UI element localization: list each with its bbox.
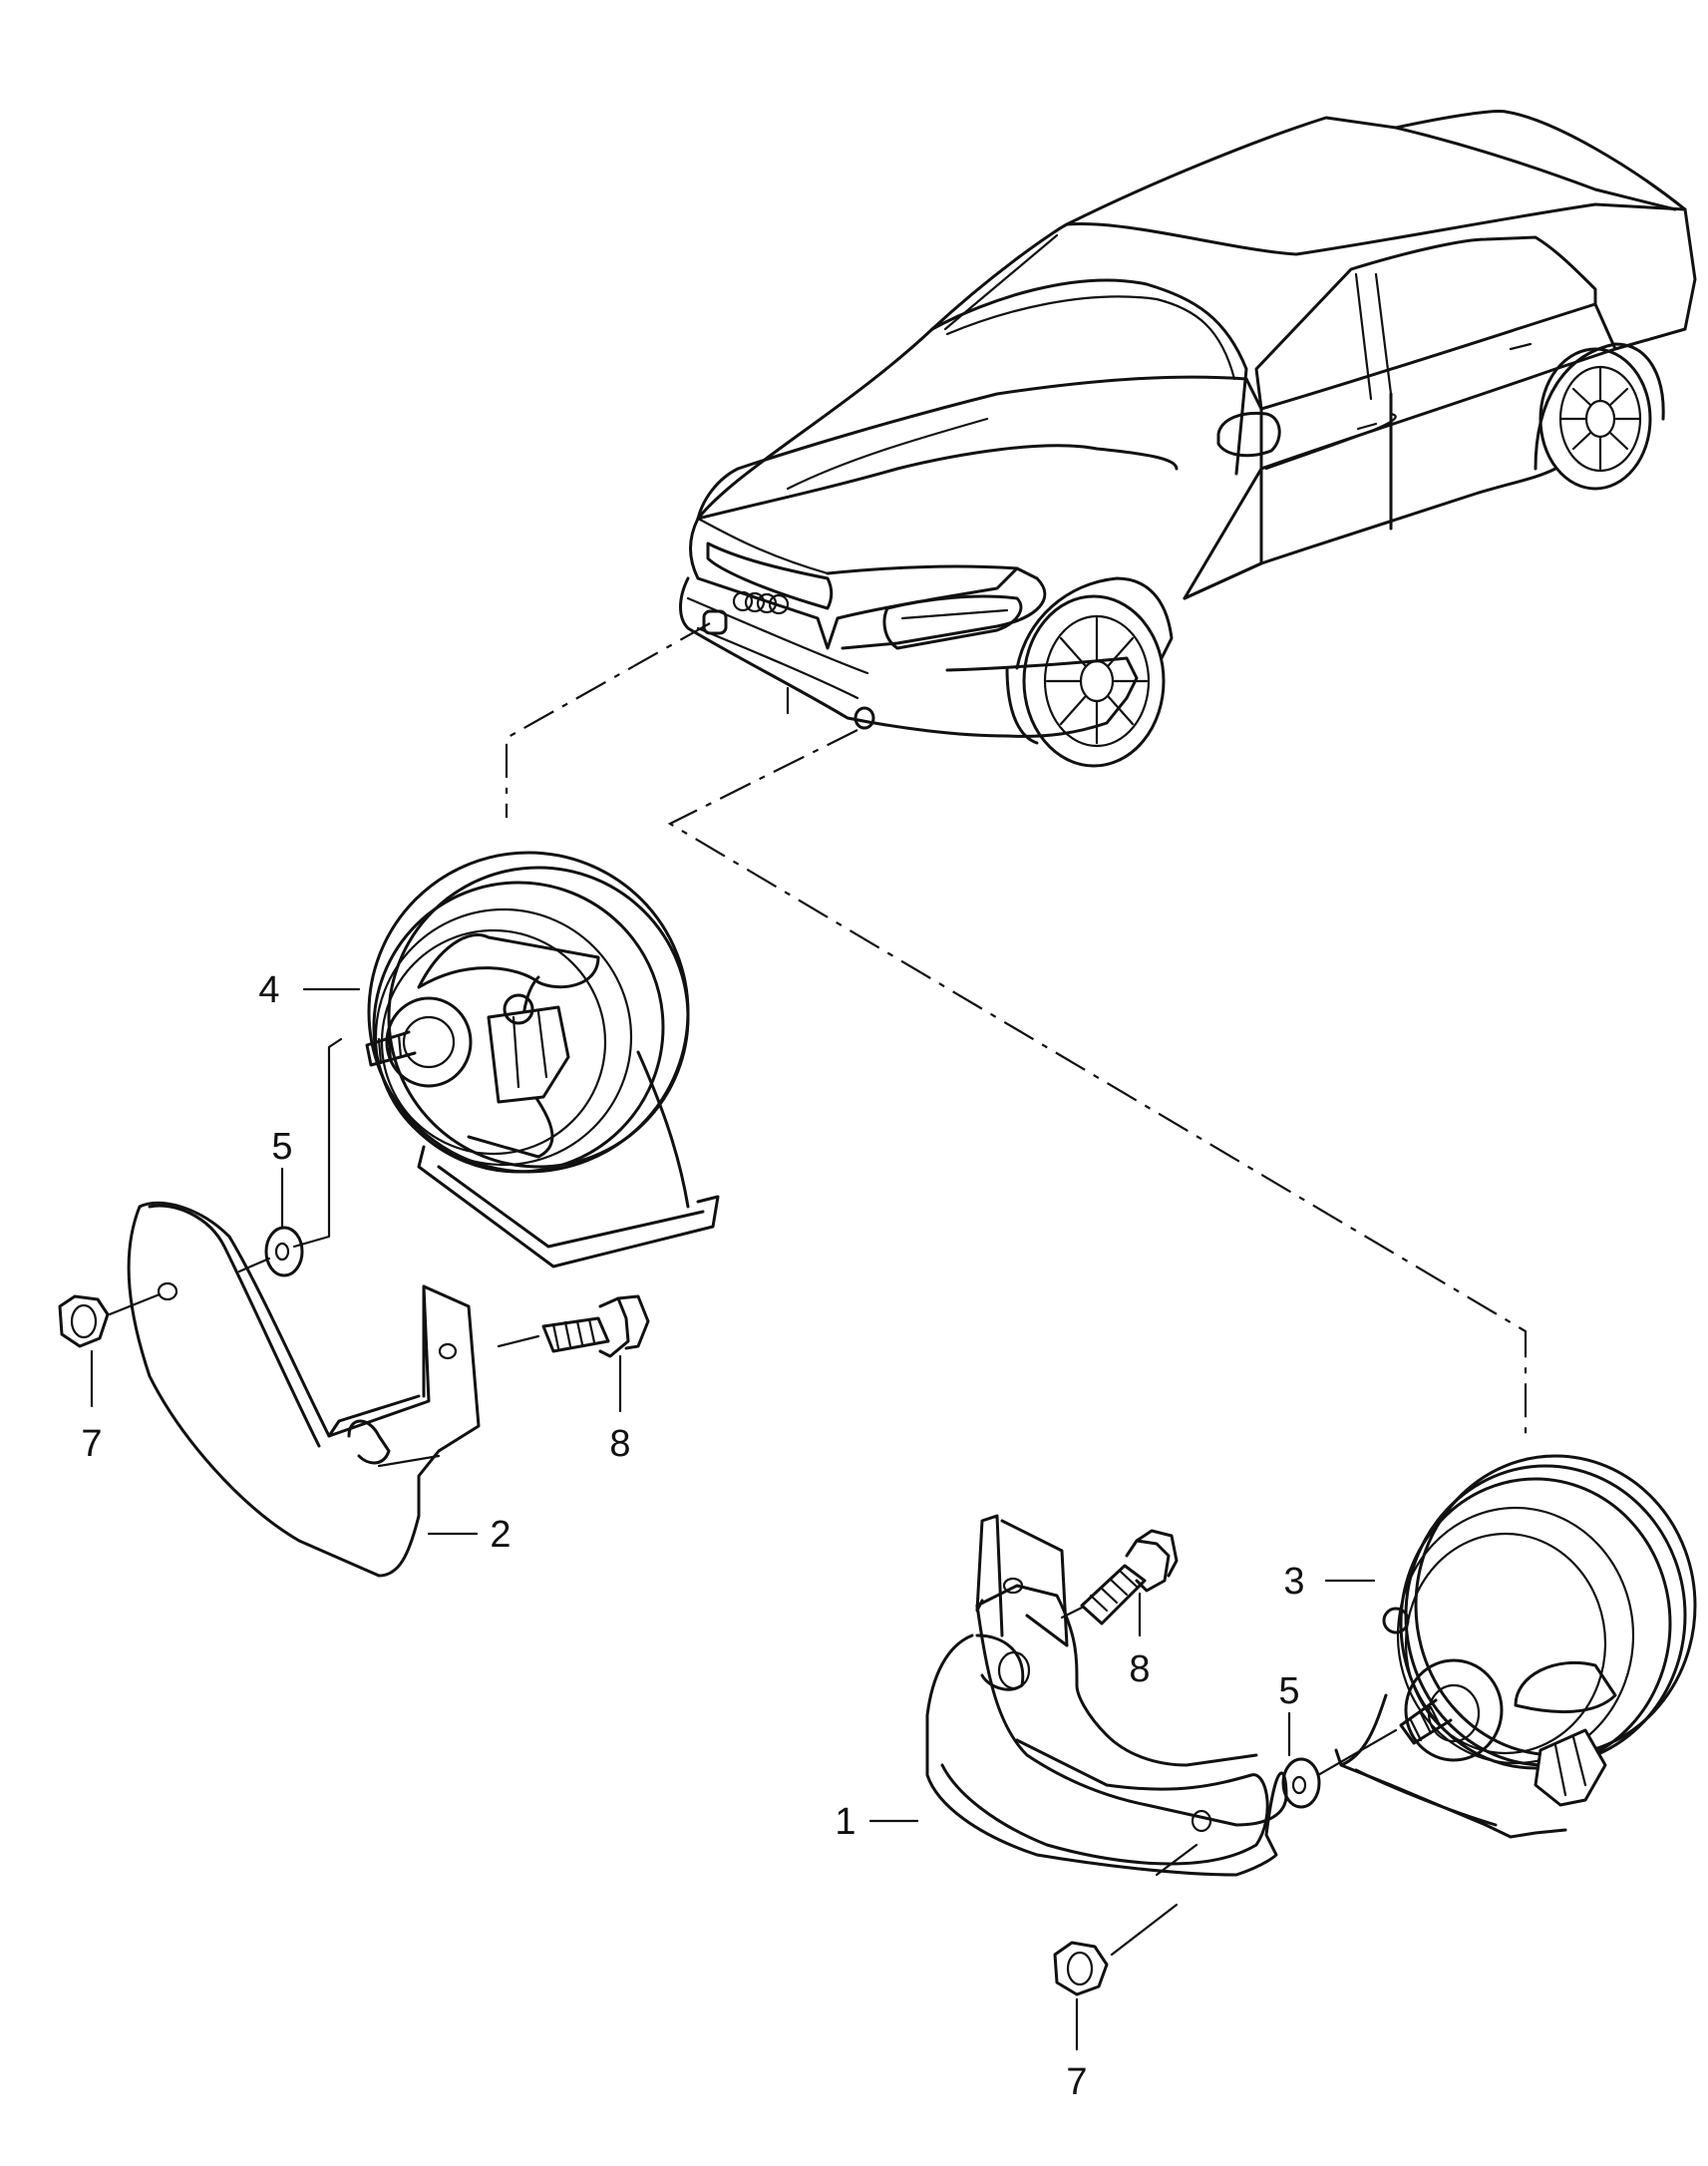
washer-5-left: [237, 1037, 343, 1277]
callout-7-right: 7: [1066, 2061, 1087, 2103]
nut-7-left: [58, 1292, 162, 1348]
callout-leaders: [90, 987, 1376, 2051]
bolt-8-left: [497, 1294, 650, 1358]
horn-3: [1334, 1454, 1697, 1839]
callout-8-left: 8: [609, 1423, 630, 1465]
callout-1: 1: [835, 1801, 855, 1843]
washer-5-right: [1281, 1728, 1398, 1809]
nut-7-right: [1053, 1903, 1179, 1996]
horn-4: [365, 851, 720, 1268]
callout-labels: 4 5 7 8 2 3 8 5 1 7: [81, 969, 1304, 2103]
callout-7-left: 7: [81, 1423, 102, 1465]
callout-5-right: 5: [1278, 1670, 1299, 1712]
callout-4: 4: [258, 969, 279, 1011]
callout-8-right: 8: [1129, 1648, 1150, 1690]
bracket-2: [127, 1201, 481, 1578]
car-illustration: [679, 110, 1697, 768]
callout-2: 2: [490, 1514, 511, 1556]
bracket-1: [925, 1514, 1288, 1877]
bolt-8-right: [1060, 1529, 1179, 1625]
callout-5-left: 5: [271, 1126, 292, 1168]
callout-3: 3: [1283, 1561, 1304, 1603]
location-leader-lines: [505, 622, 1528, 1441]
